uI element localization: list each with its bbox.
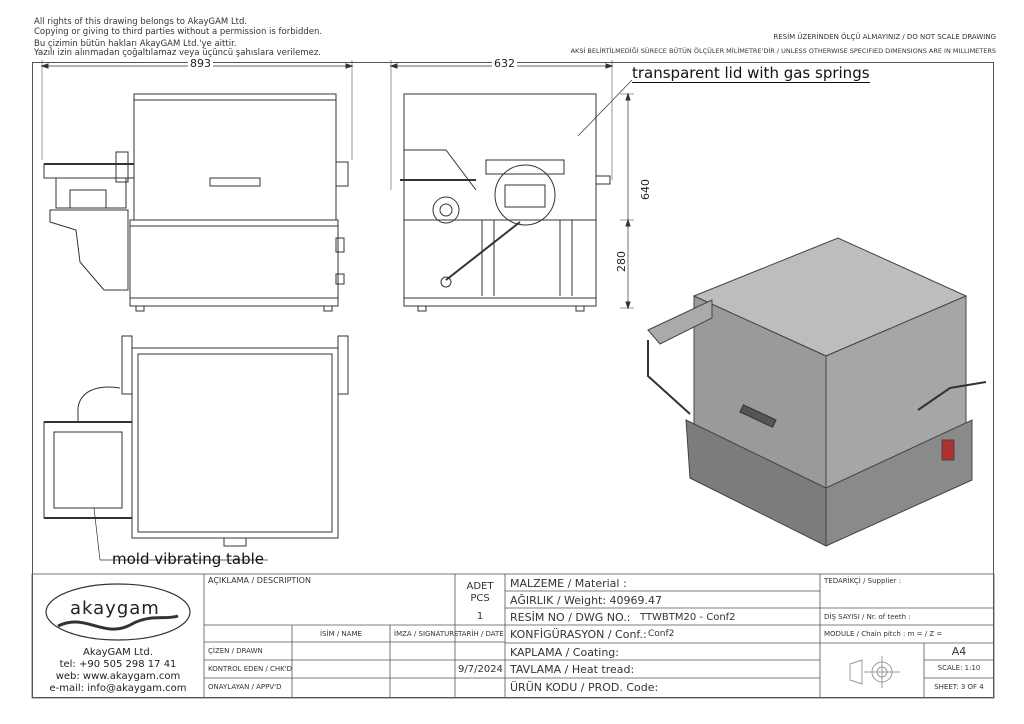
- teeth-label: DİŞ SAYISI / Nr. of teeth :: [824, 613, 911, 621]
- top-view: [43, 335, 349, 561]
- sheet-number: SHEET: 3 OF 4: [934, 683, 984, 691]
- projection-symbol-icon: [849, 656, 900, 688]
- checked-label: KONTROL EDEN / CHK'D: [208, 665, 293, 673]
- supplier-label: TEDARİKÇİ / Supplier :: [824, 577, 902, 585]
- front-view: [40, 60, 354, 312]
- company-tel: tel: +90 505 298 17 41: [59, 659, 177, 670]
- module-label: MODULE / Chain pitch : m = / Z =: [824, 630, 943, 638]
- copyright-line-2: Copying or giving to third parties witho…: [34, 27, 323, 37]
- dimension-width-front: 893: [188, 57, 213, 70]
- weight-label: AĞIRLIK / Weight: 40969.47: [510, 594, 663, 607]
- conf-value: Conf2: [648, 629, 675, 639]
- scale: SCALE: 1:10: [937, 664, 981, 672]
- do-not-scale-note: RESİM ÜZERİNDEN ÖLÇÜ ALMAYINIZ / DO NOT …: [773, 33, 996, 41]
- annotation-table: mold vibrating table: [112, 550, 265, 568]
- company-name: AkayGAM Ltd.: [83, 647, 153, 658]
- title-block-grid: [31, 573, 995, 699]
- dimension-width-side: 632: [492, 57, 517, 70]
- signature-header: İMZA / SIGNATURE: [394, 630, 459, 638]
- heat-label: TAVLAMA / Heat tread:: [510, 663, 635, 676]
- company-web: web: www.akaygam.com: [55, 671, 181, 682]
- paper-size: A4: [951, 645, 967, 658]
- annotation-lid: transparent lid with gas springs: [632, 64, 870, 83]
- material-label: MALZEME / Material :: [510, 577, 627, 590]
- date-value: 9/7/2024: [458, 664, 503, 675]
- dwg-label: RESİM NO / DWG NO.:: [510, 611, 631, 624]
- date-header: TARİH / DATE: [458, 630, 504, 638]
- coating-label: KAPLAMA / Coating:: [510, 646, 619, 659]
- pcs-label-2: PCS: [470, 593, 490, 604]
- company-logo: [45, 583, 191, 641]
- approved-label: ONAYLAYAN / APPV'D: [208, 683, 282, 691]
- pcs-value: 1: [476, 611, 484, 622]
- dwg-value: TTWBTM20 - Conf2: [640, 612, 736, 623]
- prod-label: ÜRÜN KODU / PROD. Code:: [510, 681, 659, 694]
- copyright-line-3: Bu çizimin bütün hakları AkayGAM Ltd.'ye…: [34, 39, 237, 49]
- company-email: e-mail: info@akaygam.com: [49, 683, 187, 694]
- conf-label: KONFİGÜRASYON / Conf.:: [510, 628, 647, 641]
- name-header: İSİM / NAME: [320, 630, 362, 638]
- units-note: AKSİ BELİRTİLMEDİĞİ SÜRECE BÜTÜN ÖLÇÜLER…: [570, 47, 996, 55]
- drawn-label: ÇİZEN / DRAWN: [208, 647, 263, 655]
- description-label: AÇIKLAMA / DESCRIPTION: [208, 576, 311, 585]
- copyright-line-1: All rights of this drawing belongs to Ak…: [34, 17, 248, 27]
- logo-text: akaygam: [70, 598, 160, 619]
- side-view: [389, 60, 634, 312]
- dimension-height-total: 640: [639, 179, 652, 200]
- dimension-height-table: 280: [615, 251, 628, 272]
- pcs-label-1: ADET: [466, 581, 494, 592]
- copyright-line-4: Yazılı izin alınmadan çoğaltılamaz veya …: [34, 48, 321, 58]
- isometric-view: [647, 237, 987, 547]
